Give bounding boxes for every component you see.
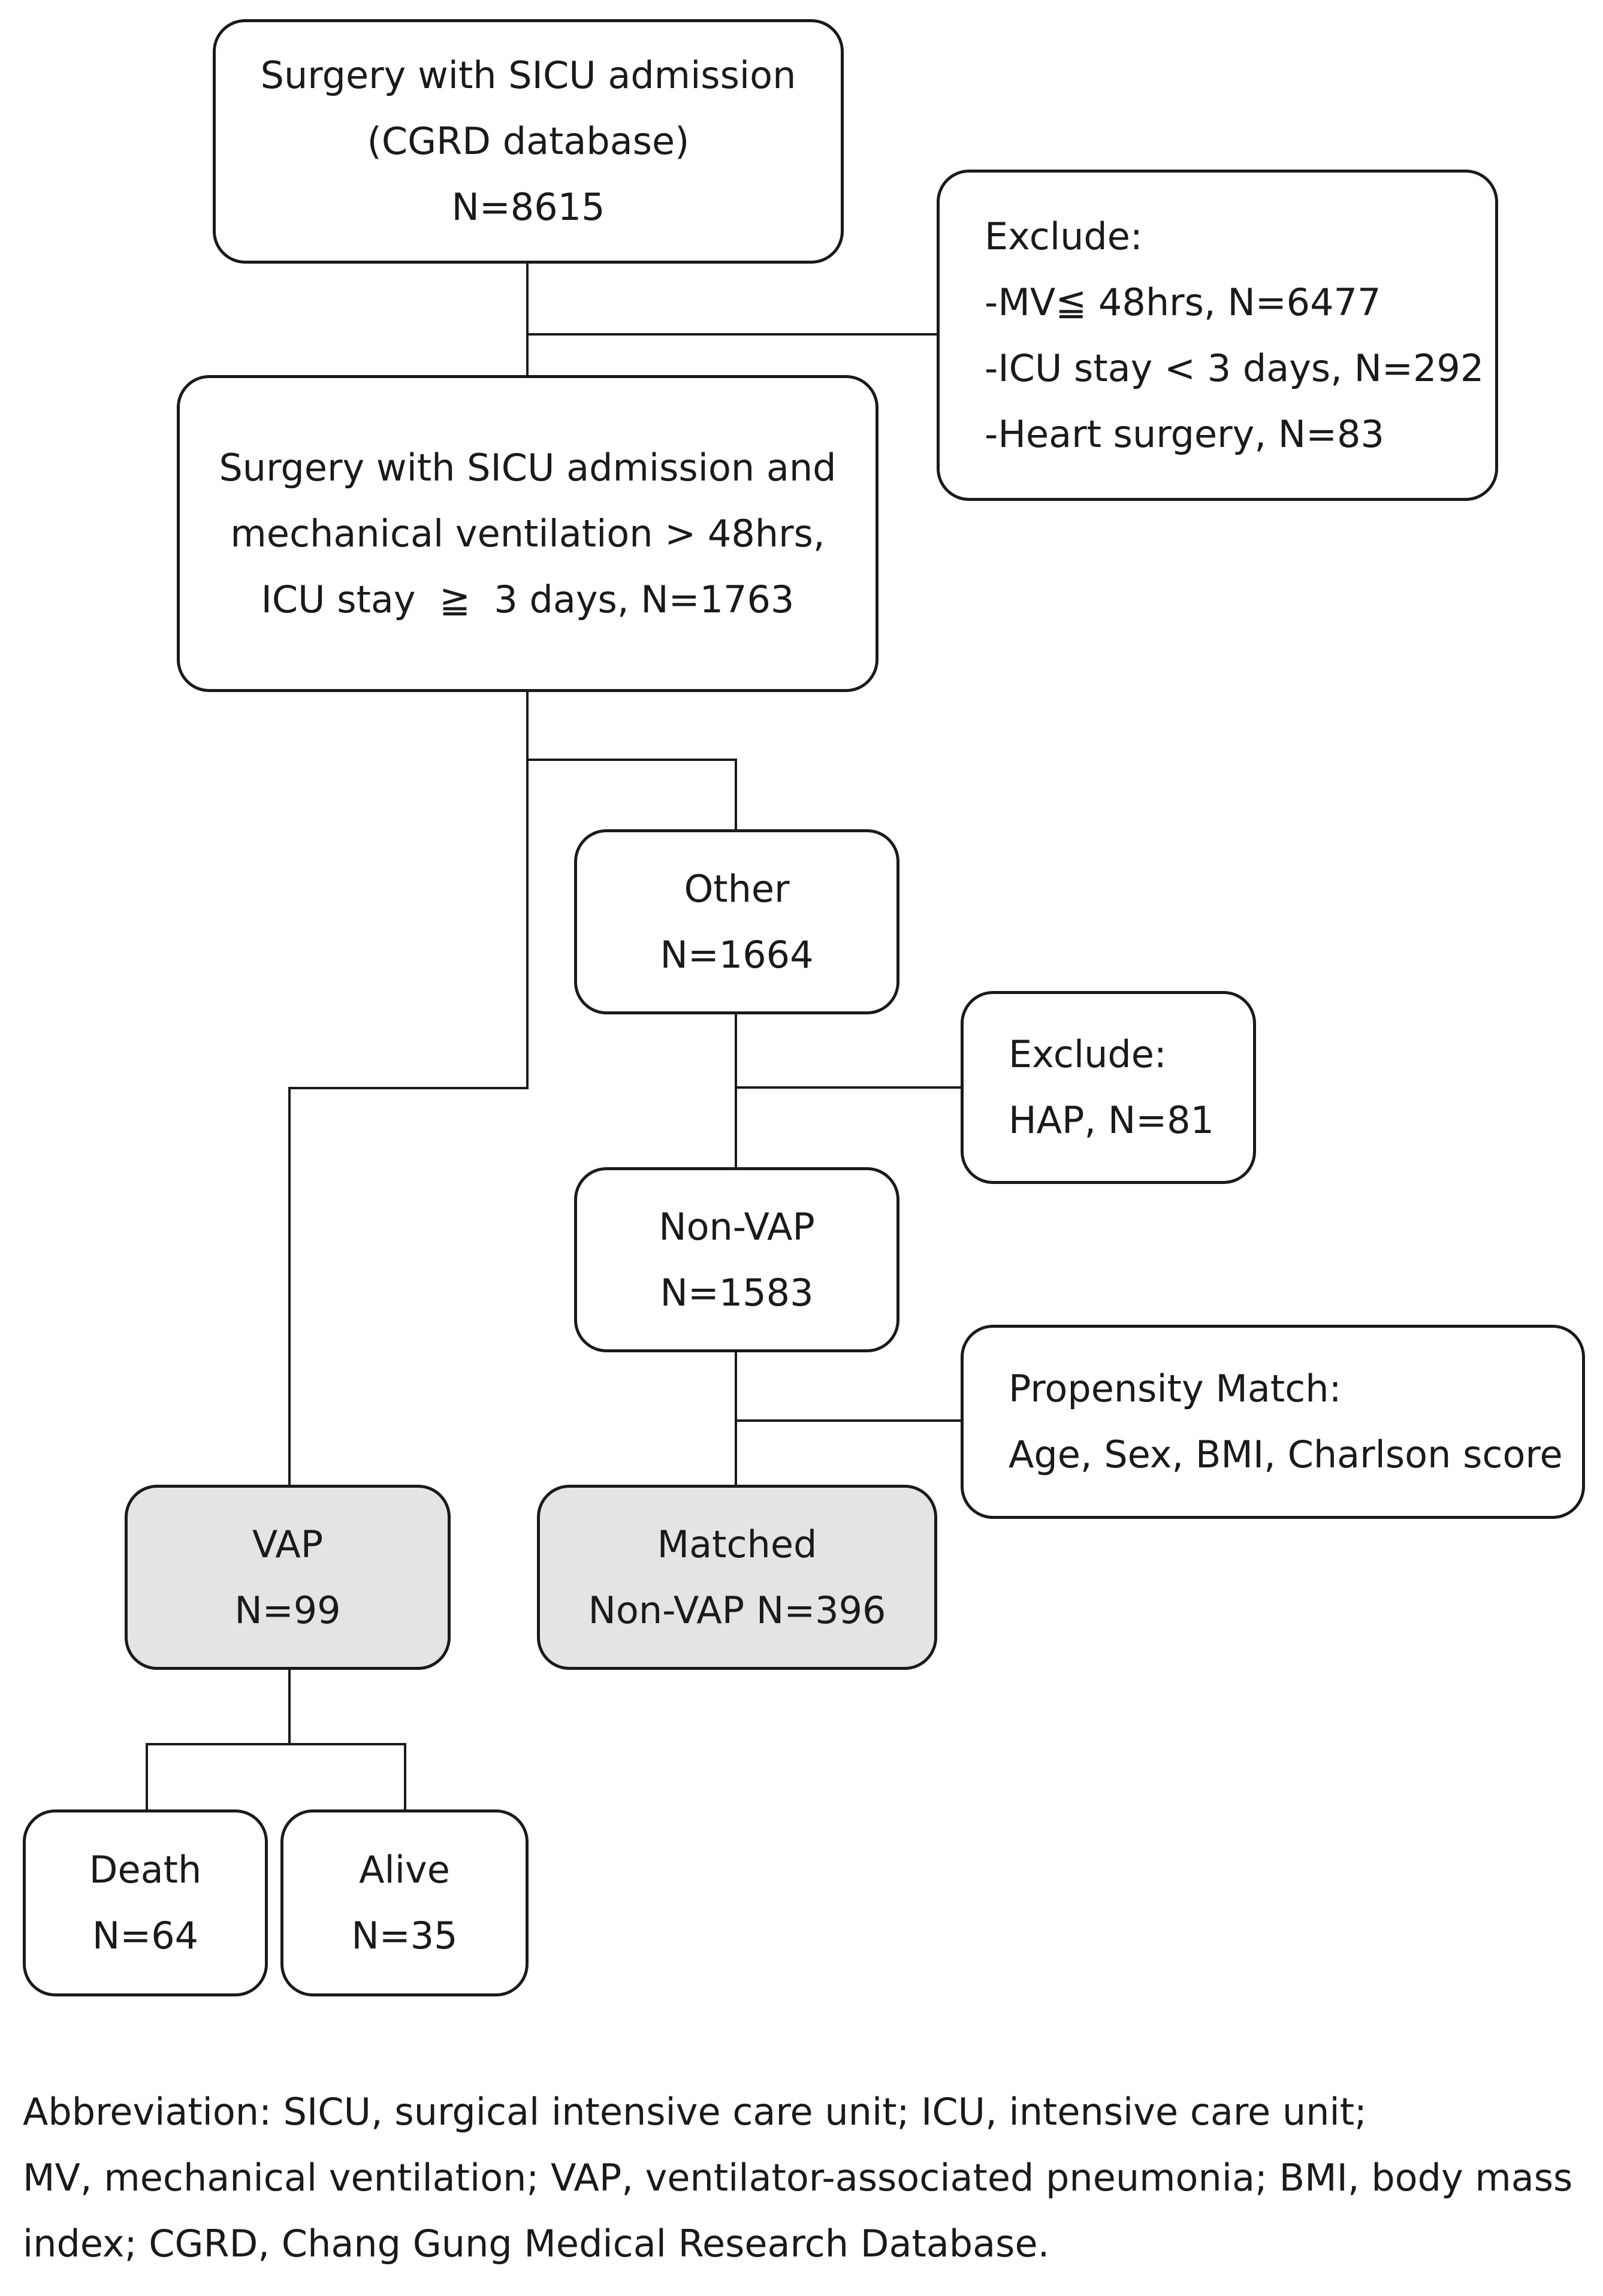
box-surgery-sicu-admission: Surgery with SICU admission (CGRD databa… [213, 19, 844, 264]
footnote-line-3: index; CGRD, Chang Gung Medical Research… [23, 2222, 1050, 2265]
root-count: N=8615 [451, 185, 605, 229]
exclude1-heading: Exclude: [985, 214, 1143, 258]
cohort-line-3: ICU stay ≧ 3 days, N=1763 [261, 577, 795, 621]
box-exclude-1: Exclude: -MV≦ 48hrs, N=6477 -ICU stay < … [937, 170, 1498, 501]
connector-to-alive [404, 1743, 406, 1812]
connector-cohort-down [526, 691, 529, 1089]
cohort-line-2: mechanical ventilation > 48hrs, [230, 511, 825, 555]
propensity-variables: Age, Sex, BMI, Charlson score [1009, 1433, 1563, 1476]
exclude1-mv: -MV≦ 48hrs, N=6477 [985, 280, 1381, 324]
other-label: Other [684, 866, 790, 911]
connector-to-vap-h [288, 1087, 529, 1089]
connector-death-alive-h [146, 1743, 406, 1745]
connector-to-exclude1 [526, 333, 937, 336]
exclude2-heading: Exclude: [1009, 1032, 1167, 1076]
exclude1-heart-surgery: -Heart surgery, N=83 [985, 412, 1384, 456]
abbreviation-footnote: Abbreviation: SICU, surgical intensive c… [23, 2079, 1581, 2277]
box-vap: VAP N=99 [125, 1485, 451, 1670]
box-alive: Alive N=35 [280, 1809, 529, 1996]
vap-label: VAP [252, 1522, 324, 1566]
nonvap-count: N=1583 [660, 1270, 814, 1315]
box-death: Death N=64 [23, 1809, 268, 1996]
connector-root-cohort [526, 262, 529, 377]
death-label: Death [89, 1848, 202, 1892]
vap-count: N=99 [234, 1588, 341, 1632]
alive-count: N=35 [351, 1914, 458, 1957]
exclude2-hap: HAP, N=81 [1009, 1098, 1215, 1142]
root-line-2: (CGRD database) [367, 119, 690, 163]
connector-to-death [146, 1743, 148, 1812]
box-matched-non-vap: Matched Non-VAP N=396 [537, 1485, 937, 1670]
connector-cohort-other-h [526, 759, 737, 761]
connector-to-other [735, 759, 737, 830]
connector-to-vap [288, 1087, 291, 1486]
root-line-1: Surgery with SICU admission [260, 53, 796, 97]
matched-count: Non-VAP N=396 [588, 1588, 886, 1632]
connector-vap-down [288, 1667, 291, 1745]
footnote-line-2: MV, mechanical ventilation; VAP, ventila… [23, 2156, 1573, 2200]
exclude1-icu-stay: -ICU stay < 3 days, N=292 [985, 346, 1484, 390]
footnote-line-1: Abbreviation: SICU, surgical intensive c… [23, 2090, 1367, 2134]
nonvap-label: Non-VAP [659, 1204, 815, 1249]
connector-other-nonvap [735, 1013, 737, 1168]
box-non-vap: Non-VAP N=1583 [574, 1167, 899, 1352]
box-exclude-2: Exclude: HAP, N=81 [961, 991, 1256, 1184]
matched-label: Matched [657, 1522, 817, 1566]
death-count: N=64 [92, 1914, 199, 1957]
cohort-line-1: Surgery with SICU admission and [219, 445, 837, 490]
alive-label: Alive [359, 1848, 450, 1892]
other-count: N=1664 [660, 932, 814, 977]
propensity-heading: Propensity Match: [1009, 1367, 1342, 1410]
box-propensity-match: Propensity Match: Age, Sex, BMI, Charlso… [961, 1325, 1585, 1519]
connector-to-propensity [735, 1419, 961, 1422]
connector-to-exclude2 [735, 1086, 961, 1089]
box-other: Other N=1664 [574, 829, 899, 1014]
box-study-cohort: Surgery with SICU admission and mechanic… [177, 375, 879, 692]
